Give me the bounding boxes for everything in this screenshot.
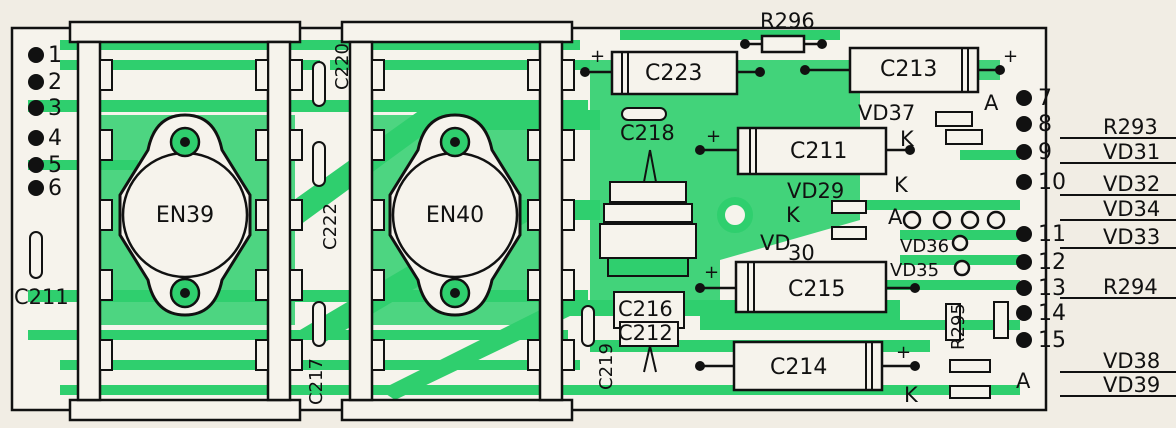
- capacitor-label-c215: C215: [788, 277, 845, 302]
- terminal-k-vd39: K: [904, 383, 919, 407]
- pin-label-2: 2: [48, 70, 62, 95]
- right-label-vd38: VD38: [1103, 349, 1160, 373]
- capacitor-c215-plus: +: [704, 262, 719, 283]
- diode-rings: [902, 210, 1006, 277]
- right-label-vd33: VD33: [1103, 225, 1160, 249]
- pin-label-11: 11: [1038, 222, 1066, 247]
- pin-label-13: 13: [1038, 276, 1066, 301]
- right-label-r293: R293: [1103, 115, 1158, 139]
- right-label-vd34: VD34: [1103, 197, 1160, 221]
- capacitor-label-c211-left: C211: [14, 285, 69, 309]
- pin-label-3: 3: [48, 96, 62, 121]
- capacitor-c215: + C215: [695, 260, 920, 314]
- pin-label-8: 8: [1038, 112, 1052, 137]
- capacitor-c211-main: + C211: [695, 126, 915, 176]
- resistor-r296: [740, 34, 827, 54]
- pin-label-10: 10: [1038, 170, 1066, 195]
- capacitor-c223: + C223: [580, 46, 765, 96]
- capacitor-c217: C217: [306, 301, 327, 405]
- transistor-en39: EN39: [118, 113, 252, 317]
- capacitor-label-c217: C217: [306, 358, 327, 405]
- pin-label-9: 9: [1038, 140, 1052, 165]
- capacitor-label-c222: C222: [320, 203, 341, 250]
- terminal-a-vd37: A: [984, 91, 999, 115]
- diode-label-vd36: VD36: [900, 236, 949, 257]
- heatsink-fins: [99, 59, 575, 371]
- capacitor-label-c219: C219: [596, 343, 617, 390]
- pin-label-4: 4: [48, 126, 62, 151]
- capacitor-c219: C219: [581, 305, 617, 390]
- capacitor-c214-plus: +: [896, 342, 911, 363]
- right-label-vd31: VD31: [1103, 140, 1160, 164]
- pin-label-7: 7: [1038, 86, 1052, 111]
- left-pin-pads: [28, 47, 44, 196]
- right-label-r294: R294: [1103, 275, 1158, 299]
- pin-label-1: 1: [48, 43, 62, 68]
- capacitor-label-c220: C220: [332, 43, 353, 90]
- capacitor-c211-left: C211: [14, 231, 69, 309]
- coil-c216-c212: C216 C212: [599, 149, 697, 373]
- capacitor-c218: C218: [620, 107, 675, 145]
- diode-label-vd37: VD37: [858, 101, 915, 125]
- capacitor-label-c216: C216: [618, 297, 673, 321]
- transistor-label-en39: EN39: [156, 203, 214, 228]
- capacitor-label-c211-main: C211: [790, 139, 847, 164]
- right-label-vd32: VD32: [1103, 172, 1160, 196]
- heatsink-right: [340, 20, 574, 422]
- capacitor-label-c223: C223: [645, 61, 702, 86]
- capacitor-label-c218: C218: [620, 121, 675, 145]
- capacitor-c213-plus: +: [1003, 46, 1018, 67]
- capacitor-c211-plus: +: [706, 126, 721, 147]
- terminal-k-vd37: K: [900, 127, 915, 151]
- capacitor-label-c212: C212: [618, 321, 673, 345]
- transistor-en40: EN40: [388, 113, 522, 317]
- pin-label-5: 5: [48, 153, 62, 178]
- resistor-label-r296: R296: [760, 9, 815, 33]
- terminal-k-top: K: [894, 173, 909, 197]
- terminal-k-vd29: K: [786, 203, 801, 227]
- leader-lines: [1060, 137, 1176, 397]
- diode-label-vd30-prefix: VD: [760, 231, 791, 255]
- transistor-label-en40: EN40: [426, 203, 484, 228]
- terminal-a-vd29: A: [888, 205, 903, 229]
- capacitor-c213: + C213: [800, 46, 1018, 94]
- diodes: [831, 111, 1009, 399]
- right-pin-pads: [1016, 90, 1032, 348]
- diode-label-vd29: VD29: [787, 179, 844, 203]
- resistor-label-r295: R295: [948, 303, 969, 350]
- capacitor-c223-plus: +: [590, 46, 605, 67]
- capacitor-label-c213: C213: [880, 57, 937, 82]
- capacitor-label-c214: C214: [770, 355, 827, 380]
- capacitor-c220: C220: [312, 43, 353, 107]
- pin-label-6: 6: [48, 176, 62, 201]
- right-label-vd39: VD39: [1103, 373, 1160, 397]
- pin-label-12: 12: [1038, 250, 1066, 275]
- capacitor-c222: C222: [312, 141, 341, 250]
- terminal-a-vd38: A: [1016, 369, 1031, 393]
- diode-label-vd35: VD35: [890, 260, 939, 281]
- pin-label-14: 14: [1038, 301, 1066, 326]
- pin-label-15: 15: [1038, 328, 1066, 353]
- diode-label-vd30-suffix: 30: [788, 241, 815, 265]
- capacitor-c214: + C214: [695, 340, 920, 392]
- mounting-hole: [717, 197, 753, 233]
